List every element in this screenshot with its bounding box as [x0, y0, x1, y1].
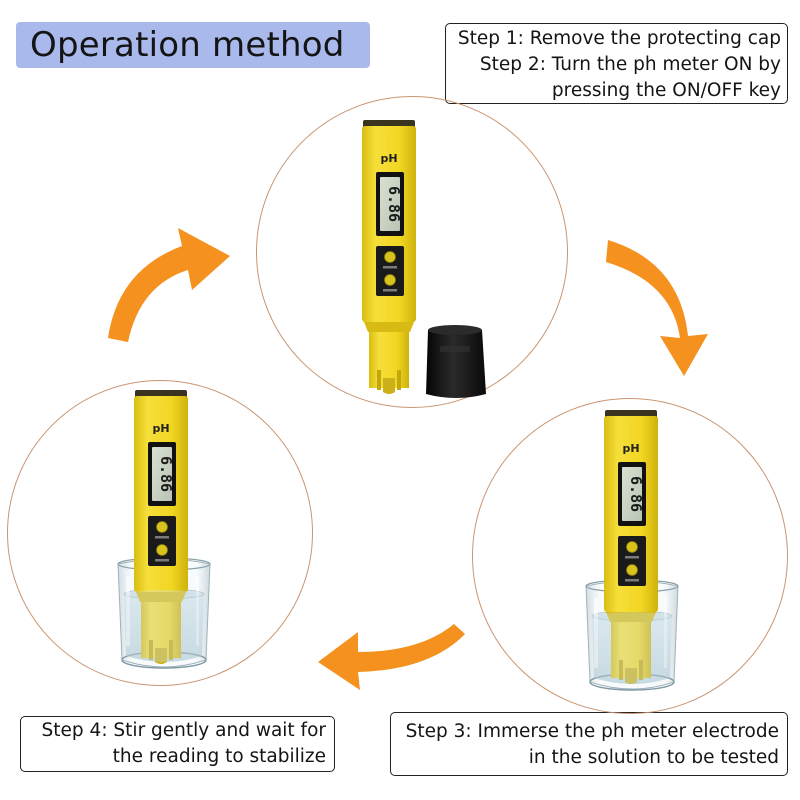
step-2-text: Step 2: Turn the ph meter ON by [479, 54, 781, 75]
step-1-text: Step 1: Remove the protecting cap [457, 28, 781, 49]
step-3-text-cont: in the solution to be tested [528, 747, 779, 768]
step-1-2-box: Step 1: Remove the protecting cap Step 2… [445, 23, 788, 104]
protective-cap-icon [426, 325, 486, 398]
meter-label: pH [380, 152, 397, 165]
page-title: Operation method [16, 22, 370, 68]
step-3-text: Step 3: Immerse the ph meter electrode [405, 721, 779, 742]
step-3-box: Step 3: Immerse the ph meter electrode i… [390, 712, 788, 776]
step-4-circle [7, 380, 313, 686]
step-4-text-cont: the reading to stabilize [112, 746, 326, 767]
arrow-clockwise-icon [108, 228, 230, 342]
meter-label: pH [152, 422, 169, 435]
meter-display-value: 6.86 [627, 476, 645, 512]
step-2-text-cont: pressing the ON/OFF key [551, 80, 781, 101]
glass-front [124, 590, 204, 662]
meter-label: pH [622, 442, 639, 455]
arrow-clockwise-icon [606, 240, 708, 376]
meter-display-value: 6.86 [157, 456, 175, 492]
glass-front [592, 612, 672, 684]
step-3-circle [472, 398, 788, 714]
step-4-box: Step 4: Stir gently and wait for the rea… [20, 716, 335, 772]
arrow-clockwise-icon [318, 624, 465, 690]
step-1-circle [256, 96, 568, 408]
step-4-text: Step 4: Stir gently and wait for [41, 720, 326, 741]
meter-display-value: 6.86 [385, 186, 403, 222]
